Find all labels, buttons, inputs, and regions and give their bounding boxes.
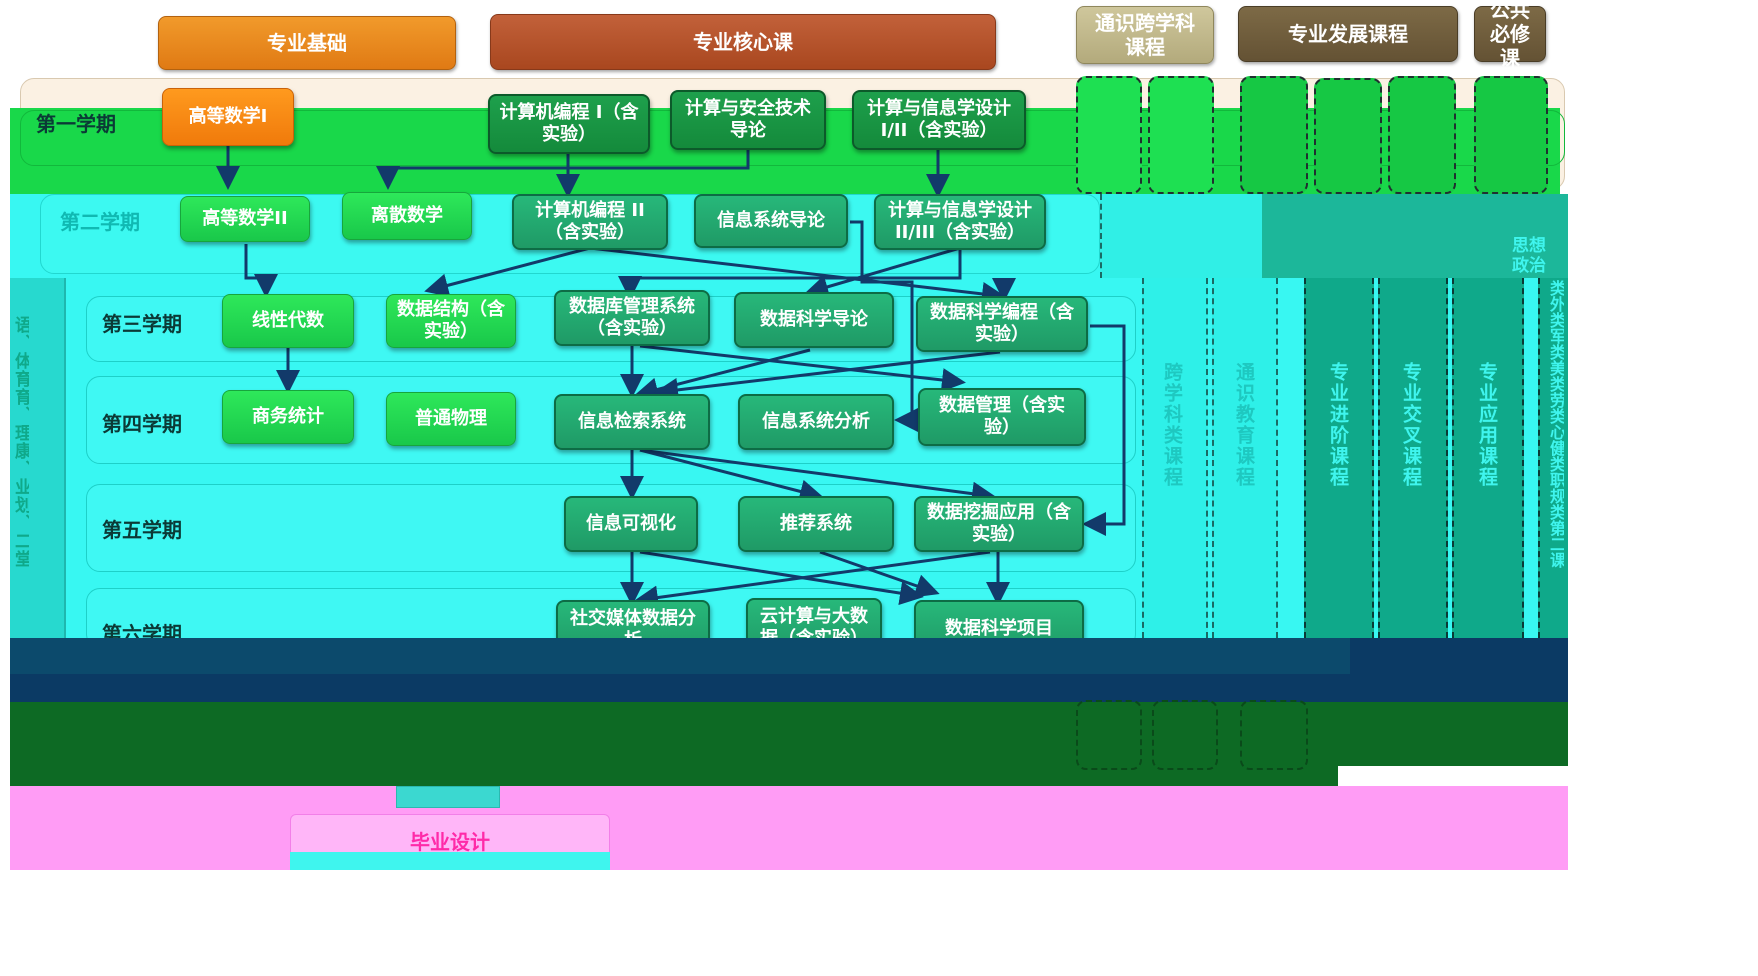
bottom-column-ghost-3 — [1240, 700, 1308, 770]
dark-navy-band-mid — [10, 638, 1350, 674]
course-physics[interactable]: 普通物理 — [386, 392, 516, 446]
column-label-public-left: 语、体育育、理康、业划、二堂 — [12, 316, 29, 568]
course-infosys[interactable]: 信息系统导论 — [694, 194, 848, 248]
column-top-dev-3 — [1388, 76, 1456, 194]
course-prog1[interactable]: 计算机编程 I（含实验） — [488, 94, 650, 154]
dark-green-band — [10, 702, 1568, 766]
header-general: 通识跨学科课程 — [1076, 6, 1214, 64]
course-dsintro[interactable]: 数据科学导论 — [734, 292, 894, 348]
footer-arrow — [396, 786, 500, 808]
header-core: 专业核心课 — [490, 14, 996, 70]
semester-4-label: 第四学期 — [102, 412, 182, 436]
column-general-ed — [1212, 278, 1278, 638]
column-top-dev-2 — [1314, 78, 1382, 194]
column-top-general-2 — [1148, 76, 1214, 194]
column-advanced — [1304, 278, 1374, 638]
course-linear[interactable]: 线性代数 — [222, 294, 354, 348]
bottom-column-ghost-2 — [1152, 700, 1218, 770]
column-label-politics: 思想政治 — [1512, 236, 1546, 276]
column-label-public-right: 类外类军类美类劳类心健类职规类第二课 — [1548, 280, 1564, 568]
header-development: 专业发展课程 — [1238, 6, 1458, 62]
course-math1[interactable]: 高等数学I — [162, 88, 294, 146]
column-label-advanced: 专业进阶课程 — [1327, 362, 1349, 488]
course-sysanalysis[interactable]: 信息系统分析 — [738, 394, 894, 450]
column-top-dev-1 — [1240, 76, 1308, 194]
bottom-column-ghost-1 — [1076, 700, 1142, 770]
graduation-box-bottom — [290, 852, 610, 870]
left-public-column — [10, 278, 66, 638]
semester-1-label: 第一学期 — [36, 112, 116, 136]
course-math2[interactable]: 高等数学II — [180, 196, 310, 242]
column-label-applied: 专业应用课程 — [1476, 362, 1498, 488]
column-strip-sem2-left — [1100, 194, 1262, 278]
semester-2-label: 第二学期 — [60, 210, 140, 234]
course-dsprog[interactable]: 数据科学编程（含实验） — [916, 296, 1088, 352]
semester-3-label: 第三学期 — [102, 312, 182, 336]
column-label-crossdisc: 跨学科类课程 — [1161, 362, 1183, 488]
course-vis[interactable]: 信息可视化 — [564, 496, 698, 552]
course-bizstat[interactable]: 商务统计 — [222, 390, 354, 444]
column-strip-sem2 — [1262, 194, 1568, 278]
course-discrete[interactable]: 离散数学 — [342, 192, 472, 240]
column-crossdisc — [1142, 278, 1208, 638]
column-cross — [1378, 278, 1448, 638]
column-applied — [1452, 278, 1524, 638]
footer-pink-region — [10, 786, 1568, 870]
dark-green-band-lower — [10, 766, 1338, 786]
course-mining[interactable]: 数据挖掘应用（含实验） — [914, 496, 1084, 552]
column-top-general-1 — [1076, 76, 1142, 194]
column-label-cross: 专业交叉课程 — [1400, 362, 1422, 488]
column-label-general-ed: 通识教育课程 — [1233, 362, 1255, 488]
course-dbms[interactable]: 数据库管理系统（含实验） — [554, 290, 710, 346]
graduation-label: 毕业设计 — [410, 830, 490, 854]
course-design2[interactable]: 计算与信息学设计 II/III（含实验） — [874, 194, 1046, 250]
header-public: 公共必修课 — [1474, 0, 1546, 70]
course-datastruct[interactable]: 数据结构（含实验） — [386, 294, 516, 348]
column-top-public — [1474, 76, 1548, 194]
semester-5-label: 第五学期 — [102, 518, 182, 542]
header-basic: 专业基础 — [158, 16, 456, 70]
course-datamgmt[interactable]: 数据管理（含实验） — [918, 388, 1086, 446]
course-security[interactable]: 计算与安全技术导论 — [670, 90, 826, 150]
course-retrieval[interactable]: 信息检索系统 — [554, 394, 710, 450]
course-recsys[interactable]: 推荐系统 — [738, 496, 894, 552]
course-prog2[interactable]: 计算机编程 II（含实验） — [512, 194, 668, 250]
column-public-right — [1538, 278, 1568, 638]
course-design1[interactable]: 计算与信息学设计 I/II（含实验） — [852, 90, 1026, 150]
